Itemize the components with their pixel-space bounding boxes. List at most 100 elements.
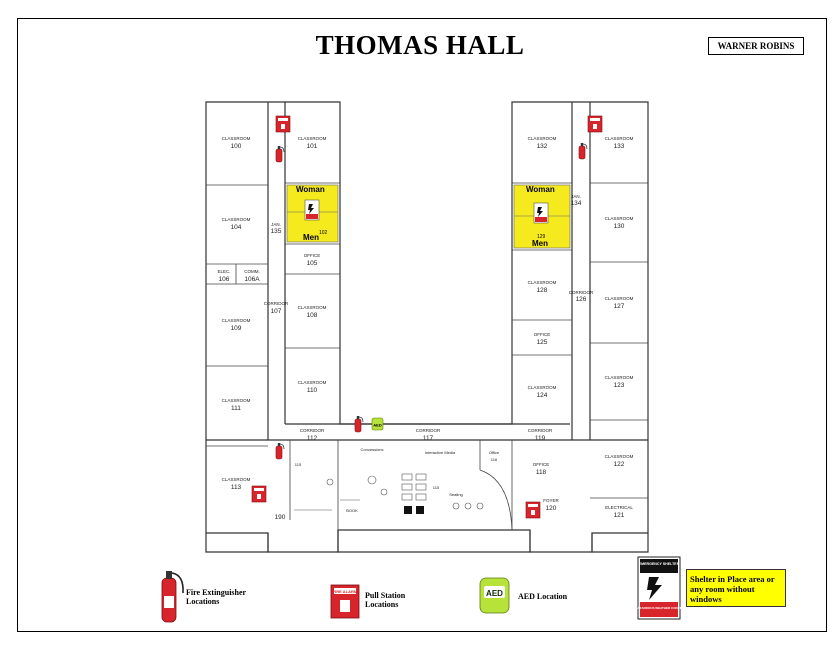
legend-shelter-sign-icon: EMERGENCY SHELTER FOR HAZARDOUS WEATHER …	[628, 556, 690, 620]
svg-text:CLASSROOM: CLASSROOM	[605, 375, 634, 380]
svg-text:OFFICE: OFFICE	[534, 332, 551, 337]
aed-icon: AED	[371, 417, 384, 431]
legend-pull-station-label: Pull Station Locations	[365, 591, 406, 609]
pull-station-icon	[251, 485, 267, 503]
svg-text:116: 116	[491, 457, 498, 462]
svg-text:133: 133	[614, 143, 625, 150]
svg-text:105: 105	[307, 260, 318, 267]
svg-text:CLASSROOM: CLASSROOM	[605, 296, 634, 301]
svg-text:119: 119	[535, 435, 546, 442]
svg-text:106: 106	[219, 276, 230, 283]
svg-text:Office: Office	[489, 450, 500, 455]
svg-text:100: 100	[231, 143, 242, 150]
legend-extinguisher-label: Fire Extinguisher Locations	[186, 588, 246, 606]
furniture-dark	[404, 506, 424, 514]
svg-text:ELECTRICAL: ELECTRICAL	[605, 505, 633, 510]
svg-text:FIRE ALARM: FIRE ALARM	[333, 589, 358, 594]
svg-text:ELEC.: ELEC.	[217, 269, 230, 274]
svg-text:Concessions: Concessions	[361, 447, 384, 452]
svg-text:CLASSROOM: CLASSROOM	[605, 136, 634, 141]
svg-text:EMERGENCY SHELTER: EMERGENCY SHELTER	[639, 562, 680, 566]
svg-text:CLASSROOM: CLASSROOM	[528, 280, 557, 285]
svg-text:CORRIDOR: CORRIDOR	[264, 301, 289, 306]
svg-text:190: 190	[275, 514, 286, 521]
svg-text:135: 135	[271, 228, 282, 235]
fire-extinguisher-icon	[275, 442, 285, 460]
legend-extinguisher-icon	[161, 571, 184, 623]
svg-text:111: 111	[231, 405, 241, 412]
shelter-note: Shelter in Place area or any room withou…	[686, 569, 786, 607]
svg-text:130: 130	[614, 223, 625, 230]
restroom-men-label: Men	[532, 239, 548, 248]
svg-text:CORRIDOR: CORRIDOR	[569, 290, 594, 295]
svg-text:CLASSROOM: CLASSROOM	[605, 216, 634, 221]
svg-text:110: 110	[307, 387, 318, 394]
svg-text:CLASSROOM: CLASSROOM	[222, 318, 251, 323]
svg-text:Seating: Seating	[449, 492, 463, 497]
svg-text:112: 112	[307, 435, 318, 442]
room-102-number: 102	[319, 230, 328, 236]
shelter-sign-icon	[533, 202, 549, 224]
svg-text:CORRIDOR: CORRIDOR	[300, 428, 325, 433]
svg-text:CLASSROOM: CLASSROOM	[298, 305, 327, 310]
svg-text:CORRIDOR: CORRIDOR	[528, 428, 553, 433]
svg-text:FOYER: FOYER	[543, 498, 559, 503]
svg-text:Interactive Media: Interactive Media	[425, 450, 456, 455]
page-title: THOMAS HALL	[315, 30, 525, 60]
restroom-women-label: Woman	[296, 185, 325, 194]
pull-station-icon	[587, 115, 603, 133]
svg-text:CLASSROOM: CLASSROOM	[605, 454, 634, 459]
furniture	[294, 473, 484, 511]
svg-text:106A: 106A	[244, 276, 260, 283]
svg-text:125: 125	[537, 339, 548, 346]
svg-text:126: 126	[576, 296, 587, 303]
svg-text:101: 101	[307, 143, 318, 150]
fire-extinguisher-icon	[578, 142, 588, 160]
svg-text:120: 120	[546, 505, 557, 512]
svg-text:CLASSROOM: CLASSROOM	[222, 477, 251, 482]
svg-text:108: 108	[307, 312, 318, 319]
svg-text:122: 122	[614, 461, 625, 468]
svg-text:CORRIDOR: CORRIDOR	[416, 428, 441, 433]
svg-text:COMM.: COMM.	[244, 269, 260, 274]
svg-text:CLASSROOM: CLASSROOM	[528, 385, 557, 390]
svg-text:117: 117	[423, 435, 434, 442]
room-labels: CLASSROOM 100 CLASSROOM 101 CLASSROOM 104 J…	[217, 136, 633, 521]
svg-text:115: 115	[295, 462, 302, 467]
svg-text:BOOK: BOOK	[346, 508, 358, 513]
svg-text:CLASSROOM: CLASSROOM	[298, 136, 327, 141]
svg-text:AED: AED	[373, 423, 382, 428]
pull-station-icon	[275, 115, 291, 133]
svg-text:118: 118	[536, 469, 547, 476]
svg-text:JAN.: JAN.	[271, 222, 281, 227]
legend-aed-icon: AED	[479, 577, 510, 614]
svg-text:CLASSROOM: CLASSROOM	[222, 217, 251, 222]
page-frame	[17, 18, 827, 632]
svg-text:JAN.: JAN.	[571, 194, 581, 199]
svg-text:104: 104	[231, 224, 242, 231]
svg-text:123: 123	[614, 382, 625, 389]
pull-station-icon	[525, 501, 541, 519]
svg-text:OFFICE: OFFICE	[533, 462, 550, 467]
svg-text:121: 121	[614, 512, 625, 519]
svg-text:FOR HAZARDOUS WEATHER CONDITIO: FOR HAZARDOUS WEATHER CONDITIONS	[628, 606, 690, 610]
campus-label: WARNER ROBINS	[708, 37, 804, 55]
svg-text:134: 134	[571, 200, 582, 207]
svg-text:107: 107	[271, 308, 282, 315]
svg-text:CLASSROOM: CLASSROOM	[298, 380, 327, 385]
svg-text:CLASSROOM: CLASSROOM	[222, 136, 251, 141]
shelter-sign-icon	[304, 199, 320, 221]
room-129-number: 129	[537, 234, 546, 240]
svg-text:CLASSROOM: CLASSROOM	[222, 398, 251, 403]
svg-text:CLASSROOM: CLASSROOM	[528, 136, 557, 141]
restroom-men-label: Men	[303, 233, 319, 242]
svg-text:109: 109	[231, 325, 242, 332]
legend-aed-label: AED Location	[518, 592, 568, 601]
svg-text:AED: AED	[486, 589, 503, 598]
restroom-women-label: Woman	[526, 185, 555, 194]
svg-text:132: 132	[537, 143, 548, 150]
svg-text:OFFICE: OFFICE	[304, 253, 321, 258]
fire-extinguisher-icon	[275, 145, 285, 163]
svg-text:127: 127	[614, 303, 625, 310]
